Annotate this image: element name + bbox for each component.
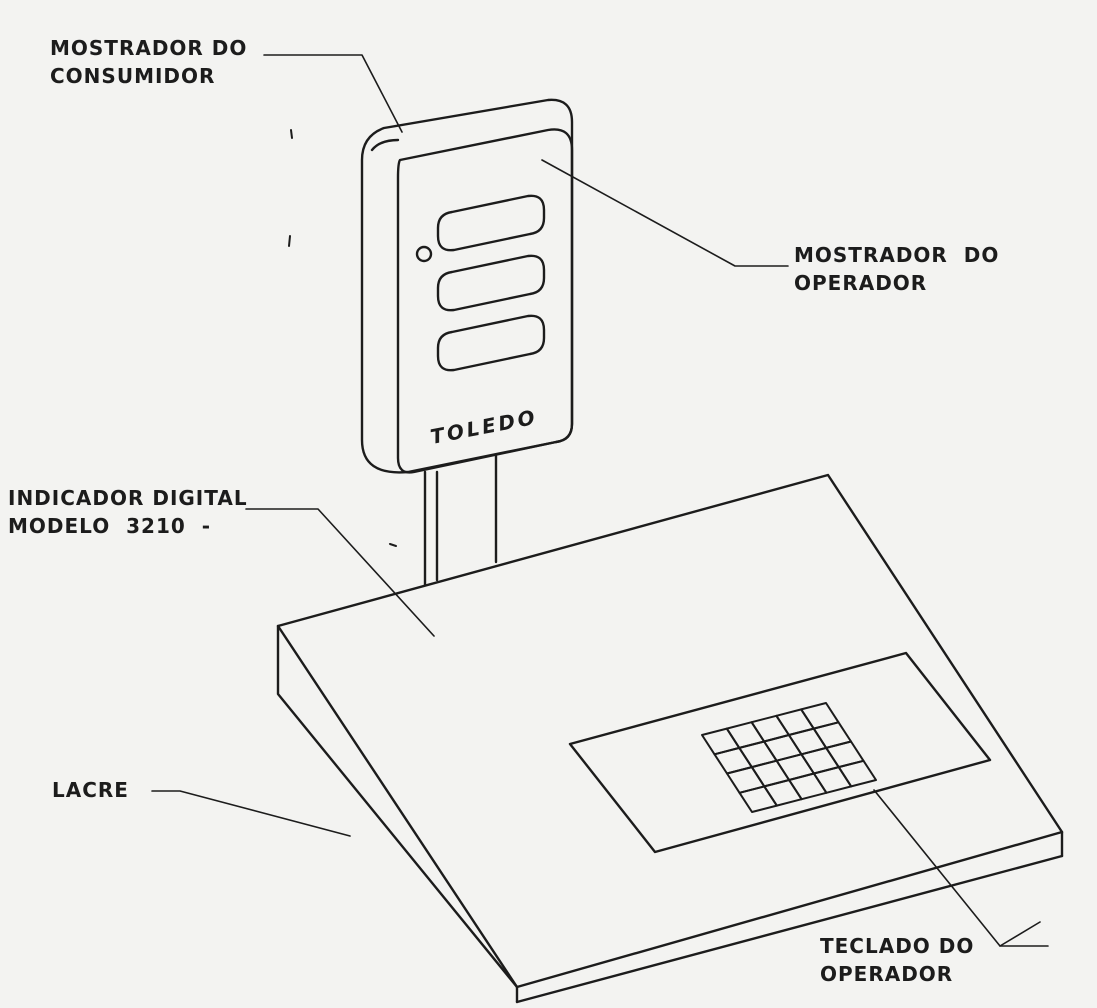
indicator-housing [276,473,1064,1004]
leader-keypad-tick [999,921,1041,947]
housing-side-face [276,624,519,989]
leader-operator-display [541,159,789,267]
keypad-key [738,740,778,769]
keypad-key [775,708,815,736]
housing-bottom-edge [515,854,1064,1004]
display-windows [436,194,546,372]
label-line: LACRE [52,778,129,802]
scan-specks [288,129,397,547]
label-consumer-display: MOSTRADOR DO CONSUMIDOR [50,34,247,90]
keypad-key [800,702,840,730]
display-bezel-highlight [370,138,400,152]
keypad-key [750,759,791,788]
label-line: OPERADOR [794,271,928,295]
label-digital-indicator: INDICADOR DIGITAL MODELO 3210 - [8,484,248,540]
display-indicator-lamp [415,245,433,263]
keypad-grid [701,702,877,813]
label-operator-keypad: TECLADO DO OPERADOR [820,932,974,988]
display-front-face [396,128,574,474]
keypad-key [726,766,766,794]
keypad-panel [568,651,992,854]
brand-logo: TOLEDO [428,405,539,449]
display-head: TOLEDO [360,98,574,474]
keypad-key [825,740,865,769]
leader-digital-indicator [245,508,435,637]
display-window [436,194,546,252]
keypad-key [713,746,753,775]
keypad-key [725,721,766,749]
keypad-key [812,721,852,749]
housing-top-face [276,473,1064,989]
leader-operator-keypad [873,789,1049,947]
keypad-key [812,766,853,794]
keypad-key [788,772,828,801]
keypad-key [787,727,828,756]
keypad-key [738,785,778,813]
display-window [436,254,546,312]
keypad-key [775,753,815,781]
keypad-key [837,759,877,788]
keypad-key [800,746,840,775]
display-back-shell [360,98,574,474]
keypad-key [763,734,803,762]
leader-lines [151,54,1049,947]
keypad-key [750,714,790,743]
leader-seal [151,790,351,837]
leader-consumer-display [263,54,403,133]
display-post [423,454,498,587]
label-line: MOSTRADOR DO [50,36,248,60]
label-line: MOSTRADOR DO [794,243,1000,267]
label-line: CONSUMIDOR [50,64,216,88]
display-window [436,314,546,372]
keypad-panel-outline [568,651,992,854]
label-operator-display: MOSTRADOR DO OPERADOR [794,241,999,297]
label-line: INDICADOR DIGITAL [8,486,248,510]
label-line: TECLADO DO [820,934,975,958]
label-line: OPERADOR [820,962,954,986]
keypad-key [763,779,803,807]
label-line: MODELO 3210 - [8,514,212,538]
keypad-key [701,727,741,756]
label-seal: LACRE [52,776,129,804]
